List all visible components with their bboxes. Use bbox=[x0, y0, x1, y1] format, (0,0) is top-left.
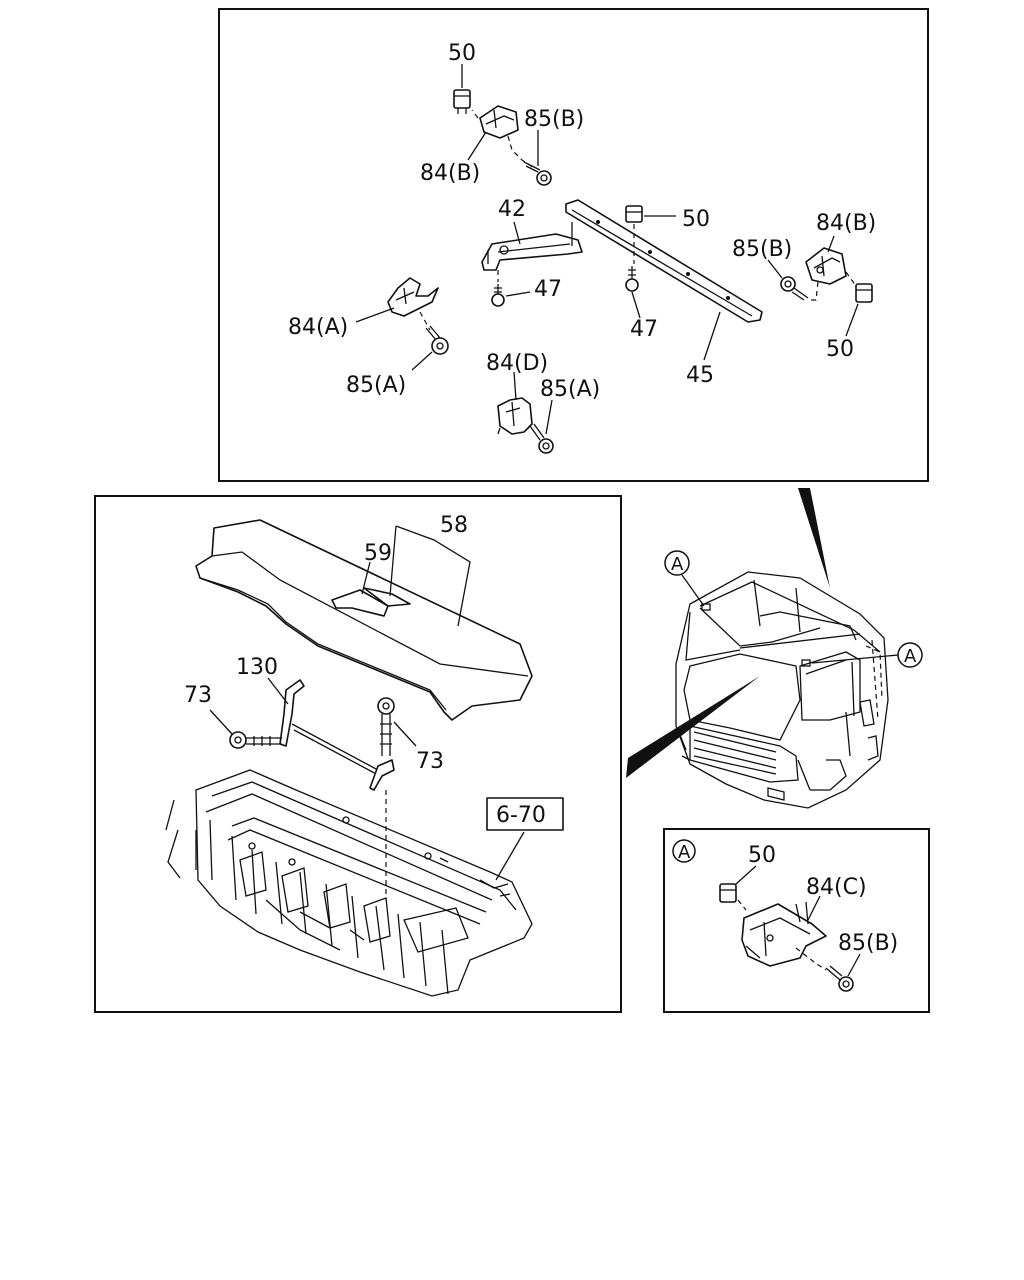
detail-label-50: 50 bbox=[748, 843, 776, 868]
label-50-right: 50 bbox=[826, 337, 854, 362]
detail-bracket-84c bbox=[741, 901, 827, 967]
floor-structure bbox=[165, 769, 533, 997]
detail-a-callout-label: A bbox=[678, 842, 691, 863]
dashed-link-84b-50-right bbox=[845, 271, 857, 287]
label-47-right: 47 bbox=[630, 317, 658, 342]
leader-detail-50 bbox=[735, 865, 757, 885]
pad-59 bbox=[331, 587, 411, 617]
clip-nut-50-top bbox=[453, 89, 471, 114]
leader-callout-a-right bbox=[811, 654, 899, 664]
leader-47-left bbox=[505, 291, 531, 297]
label-50-mid: 50 bbox=[682, 207, 710, 232]
pointer-wedge-top bbox=[798, 488, 830, 588]
bolt-85b-top bbox=[523, 161, 552, 186]
dashed-link-84b-85b bbox=[507, 135, 535, 169]
leader-50-right bbox=[845, 303, 859, 337]
rod-130 bbox=[279, 679, 395, 791]
detail-label-85b: 85(B) bbox=[838, 931, 898, 956]
dashed-link-84a-85a bbox=[419, 311, 431, 331]
leader-73-left bbox=[209, 709, 233, 735]
leader-callout-a-left bbox=[681, 574, 705, 607]
callout-a-left: A bbox=[664, 550, 690, 576]
clip-nut-50-mid bbox=[625, 205, 643, 223]
label-58: 58 bbox=[440, 513, 468, 538]
leader-84d bbox=[513, 371, 517, 401]
leader-45 bbox=[703, 311, 721, 361]
leader-85a-left bbox=[411, 351, 433, 371]
detail-a-callout: A bbox=[672, 839, 696, 863]
left-panel-frame bbox=[94, 495, 622, 1013]
callout-a-right: A bbox=[897, 642, 923, 668]
detail-a-panel: A 50 84(C) 85(B) bbox=[663, 828, 930, 1013]
bracket-42 bbox=[481, 233, 583, 271]
label-85a-left: 85(A) bbox=[346, 373, 406, 398]
label-85b-top: 85(B) bbox=[524, 107, 584, 132]
dashed-link-84b-85b-right bbox=[808, 281, 819, 301]
leader-73-center bbox=[393, 721, 417, 747]
bolt-85b-right bbox=[780, 276, 809, 301]
leader-detail-85b bbox=[847, 953, 861, 977]
bolt-73-center bbox=[377, 697, 395, 900]
top-panel-frame bbox=[218, 8, 929, 482]
label-59: 59 bbox=[364, 541, 392, 566]
label-45: 45 bbox=[686, 363, 714, 388]
dashed-link-50-84b bbox=[471, 109, 479, 119]
cover-panel-58 bbox=[195, 519, 533, 721]
leader-58 bbox=[395, 525, 471, 627]
bolt-85a-bottom bbox=[529, 423, 554, 454]
label-85b-right: 85(B) bbox=[732, 237, 792, 262]
detail-label-84c: 84(C) bbox=[806, 875, 867, 900]
rail-45 bbox=[565, 199, 763, 323]
dashed-link-detail-50 bbox=[737, 899, 747, 911]
leader-85b-right bbox=[767, 259, 783, 279]
detail-bolt-85b bbox=[825, 965, 854, 992]
truck-cab bbox=[675, 571, 889, 809]
label-84b-top: 84(B) bbox=[420, 161, 480, 186]
label-84b-right: 84(B) bbox=[816, 211, 876, 236]
bolt-73-left bbox=[229, 731, 282, 749]
leader-47-right bbox=[631, 291, 641, 319]
leader-58-b bbox=[389, 525, 397, 597]
screw-47-left bbox=[491, 270, 505, 307]
bracket-84d bbox=[497, 397, 533, 435]
label-50-top: 50 bbox=[448, 41, 476, 66]
reference-box bbox=[486, 797, 564, 831]
leader-85a-bottom bbox=[545, 399, 553, 435]
label-84a: 84(A) bbox=[288, 315, 348, 340]
cab-view: A A bbox=[626, 488, 923, 809]
label-47-left: 47 bbox=[534, 277, 562, 302]
detail-clip-nut-50 bbox=[719, 883, 737, 903]
screw-47-right bbox=[625, 266, 639, 292]
detail-a-frame bbox=[663, 828, 930, 1013]
top-panel: 50 85(B) 84(B) 42 50 84(B) 85(B) 47 47 8… bbox=[218, 8, 929, 482]
label-130: 130 bbox=[236, 655, 278, 680]
bolt-85a-left bbox=[425, 325, 449, 355]
leader-84b-top bbox=[467, 131, 487, 161]
reference-label: 6-70 bbox=[496, 803, 546, 828]
label-42: 42 bbox=[498, 197, 526, 222]
callout-a-right-label: A bbox=[904, 646, 917, 667]
leader-130 bbox=[267, 677, 289, 705]
label-84d: 84(D) bbox=[486, 351, 548, 376]
dashed-link-detail-85b bbox=[795, 947, 827, 971]
left-panel: 6-70 58 59 130 73 73 bbox=[94, 495, 622, 1013]
label-73-center: 73 bbox=[416, 749, 444, 774]
label-73-left: 73 bbox=[184, 683, 212, 708]
bracket-84b-top bbox=[479, 105, 519, 139]
leader-detail-84c bbox=[807, 895, 821, 921]
leader-59 bbox=[361, 561, 371, 595]
leader-42 bbox=[513, 221, 521, 245]
label-85a-bottom: 85(A) bbox=[540, 377, 600, 402]
bracket-84a bbox=[387, 277, 439, 317]
leader-reference bbox=[495, 831, 525, 881]
bracket-84b-right bbox=[805, 247, 847, 285]
clip-nut-50-right bbox=[855, 283, 873, 303]
leader-84b-right bbox=[827, 235, 835, 253]
leader-84a bbox=[355, 307, 395, 323]
callout-a-left-label: A bbox=[671, 554, 684, 575]
